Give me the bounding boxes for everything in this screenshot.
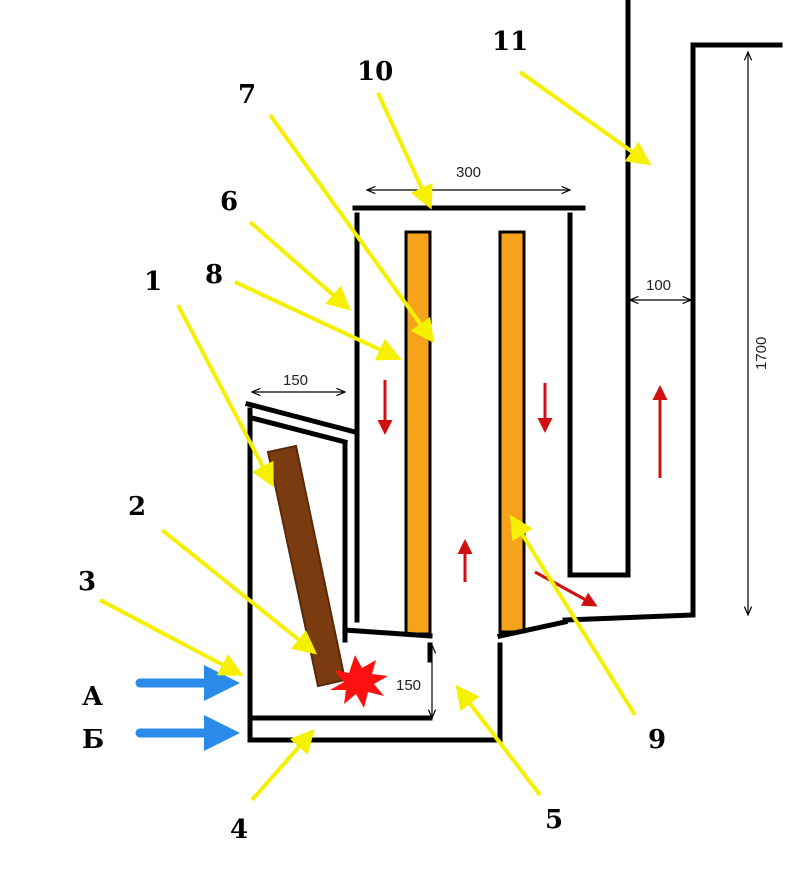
gas-flow-arrows [377,380,668,607]
label-arrows [99,70,652,802]
riser-insulation-right [498,230,526,634]
label-5: 5 [545,805,563,835]
flame-icon [330,655,388,708]
firewood [266,444,347,688]
label-11: 11 [492,27,528,57]
dim-riser-width: 300 [456,164,481,181]
label-10: 10 [357,57,393,87]
label-3: 3 [78,567,96,597]
label-1: 1 [144,267,162,297]
air-inlet-label-b: Б [82,725,104,755]
label-9: 9 [648,725,666,755]
label-7: 7 [238,80,256,110]
dim-chimney-gap: 100 [646,277,671,294]
dimension-lines [252,52,748,718]
air-inlet-label-a: А [82,682,103,712]
dim-chimney-height: 1700 [753,337,770,370]
dim-feed-width: 150 [283,372,308,389]
label-8: 8 [205,260,223,290]
label-2: 2 [128,492,146,522]
label-6: 6 [220,187,238,217]
label-4: 4 [230,815,248,845]
riser-insulation-left [404,230,432,636]
dim-firebox-height: 150 [396,677,421,694]
